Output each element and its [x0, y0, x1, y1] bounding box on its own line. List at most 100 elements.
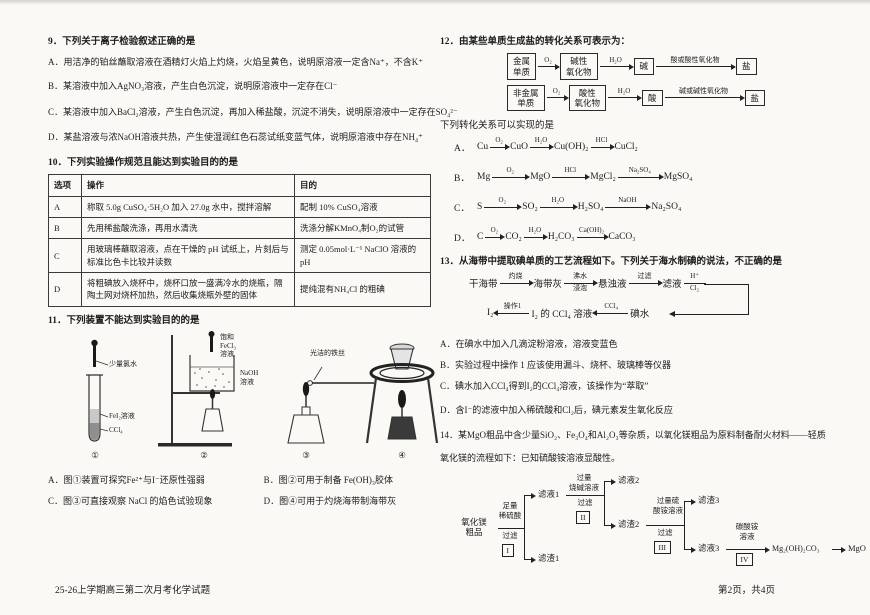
q14-intro-line2: 氧化镁的流程如下：已知硫酸铵溶液显酸性。: [440, 452, 621, 463]
flow-step4-reagent: 碳酸铵 溶液: [735, 522, 759, 541]
arrow-label-top: H₂O: [551, 196, 565, 205]
option-letter: C．: [454, 204, 470, 215]
table-cell: D: [48, 272, 82, 307]
flow-line: [498, 528, 524, 530]
flow-node: Mg: [477, 172, 491, 183]
arrow-line: [683, 282, 706, 284]
arrow-label-top: O₂: [498, 196, 507, 205]
q13-title: 13．从海带中提取碘单质的工艺流程如下。下列关于海水制碘的说法，不正确的是: [440, 257, 783, 268]
flow-node-filtrate3: 滤液3: [698, 543, 720, 554]
flow-node-residue2: 滤渣2: [618, 519, 640, 530]
apparatus-2-stand-beaker: 饱和 FeCl₃ 溶液 NaOH 溶液 ②: [156, 330, 278, 461]
flow-step1-filter: 过滤: [502, 531, 518, 541]
arrow-label-top: O₂: [495, 136, 503, 145]
flow-arrow: Na₂SO₄: [617, 166, 664, 187]
arrow-label-top: 沸水: [573, 272, 588, 281]
arrow-label-top: HCl: [564, 166, 577, 175]
flow-arrow: CCl₄: [592, 303, 629, 323]
q11-title: 11．下列装置不能达到实验目的的是: [48, 315, 200, 326]
flow-arrow: 过滤: [628, 272, 663, 293]
diagram-number-1: ①: [91, 449, 99, 460]
flow-arrow: 灼烧: [499, 272, 534, 293]
flow-arrow: 酸或酸性氧化物: [656, 56, 737, 77]
flow-connector-elbow: [704, 284, 749, 316]
flow-step2-box: II: [576, 511, 590, 524]
arrow-line: [539, 204, 578, 211]
flow-node: I₂ 的 CCl₄ 溶液: [531, 310, 593, 321]
label-naoh-solution: NaOH 溶液: [240, 368, 259, 386]
left-column: 9．下列关于离子检验叙述正确的是 A．用洁净的铂丝蘸取溶液在酒精灯火焰上灼烧，火…: [48, 36, 458, 507]
arrow-line: [546, 94, 569, 101]
diagram-number-3: ③: [302, 449, 310, 460]
scan-artifact: [0, 0, 870, 5]
arrow-line: [493, 310, 530, 317]
q13-option-b: B．实验过程中操作 1 应该使用漏斗、烧杯、玻璃棒等仪器: [440, 360, 672, 371]
flow-node-crude-mgo: 氧化镁 粗品: [461, 517, 487, 538]
arrow-line: [530, 144, 555, 151]
flow-node: MgSO₄: [663, 172, 693, 183]
footer-exam-title: 25-26上学期高三第二次月考化学试题: [55, 586, 211, 596]
label-chlorine-water: 少量氯水: [109, 359, 137, 368]
flow-arrow: H₂O: [530, 136, 555, 157]
q10-title: 10．下列实验操作规范且能达到实验目的的是: [48, 158, 239, 169]
table-cell: 洗涤分解KMnO₄制O₂的试管: [294, 217, 431, 240]
flow-node: Na₂SO₄: [651, 202, 682, 213]
flow-line: [726, 546, 770, 553]
flow-box: 酸性 氧化物: [568, 84, 607, 112]
stand-beaker-drawing: [158, 330, 235, 447]
flow-node: I₂: [487, 308, 494, 319]
flow-node: 滤液: [662, 280, 682, 291]
arrow-line: [592, 310, 629, 317]
flow-node: CuO: [510, 142, 529, 153]
flow-node: SO₂: [522, 202, 538, 213]
flow-branch-line: [684, 501, 685, 550]
flow-node: 干海带: [469, 280, 498, 291]
flow-branch-line: [604, 481, 605, 526]
flow-box: 盐: [736, 58, 757, 75]
flow-step4-box: IV: [736, 553, 753, 566]
table-cell: 测定 0.05mol·L⁻¹ NaClO 溶液的 pH: [294, 238, 431, 273]
flow-arrow: O₂: [538, 56, 561, 77]
flow-arrow: 沸水浸泡: [564, 272, 599, 293]
flow-arrow: 操作1: [493, 302, 530, 323]
flow-connector-arrowhead: [669, 310, 675, 317]
q14-intro-line1: 14．某MgO粗品中含少量SiO₂、Fe₃O₄和Al₂O₃等杂质，以氧化镁粗品为…: [440, 430, 826, 441]
q13-option-c: C．碘水加入CCl₄得到I₂的CCl₄溶液，该操作为“萃取”: [440, 380, 649, 391]
flow-node: S: [477, 202, 483, 213]
arrow-label-top: 灼烧: [508, 272, 523, 281]
flow-line: [646, 525, 684, 527]
arrow-label-top: Ca(OH)₂: [579, 226, 605, 235]
arrow-line: [590, 144, 615, 151]
flow-node: MgCl₂: [590, 172, 616, 183]
flow-step1-box: I: [502, 544, 514, 557]
arrow-line: [499, 280, 534, 287]
table-cell: 用玻璃棒蘸取溶液，点在干燥的 pH 试纸上，片刻后与标准比色卡比较并读数: [81, 238, 295, 273]
flow-node-residue3: 滤渣3: [698, 495, 720, 506]
arrow-label-top: 过滤: [637, 272, 652, 281]
q11-option-a: A．图①装置可探究Fe²⁺与I⁻还原性强弱: [48, 474, 205, 485]
flow-line: [684, 546, 696, 553]
q11-diagrams: 少量氯水 FeI₂溶液 CCl₄ ①: [48, 330, 440, 465]
footer-page-number: 第2页，共4页: [718, 586, 776, 596]
option-letter: D．: [454, 234, 471, 245]
arrow-label-top: O₂: [506, 166, 514, 175]
flow-node: H₂SO₄: [577, 202, 604, 213]
arrow-label-top: H₂O: [617, 86, 631, 95]
arrow-label-top: 操作1: [503, 302, 522, 311]
flow-node-mgo-product: MgO: [848, 543, 866, 554]
table-cell: 称取 5.0g CuSO₄·5H₂O 加入 27.0g 水中，搅拌溶解: [81, 195, 295, 219]
flow-arrow: H₂O: [608, 86, 643, 108]
option-letter: A．: [454, 144, 471, 155]
flow-step3-filter: 过滤: [657, 528, 673, 538]
flow-arrow: O₂: [490, 136, 511, 157]
flow-line: [524, 492, 536, 499]
flow-node-basic-magnesium-carbonate: Mg₂(OH)₂CO₃: [772, 544, 820, 554]
